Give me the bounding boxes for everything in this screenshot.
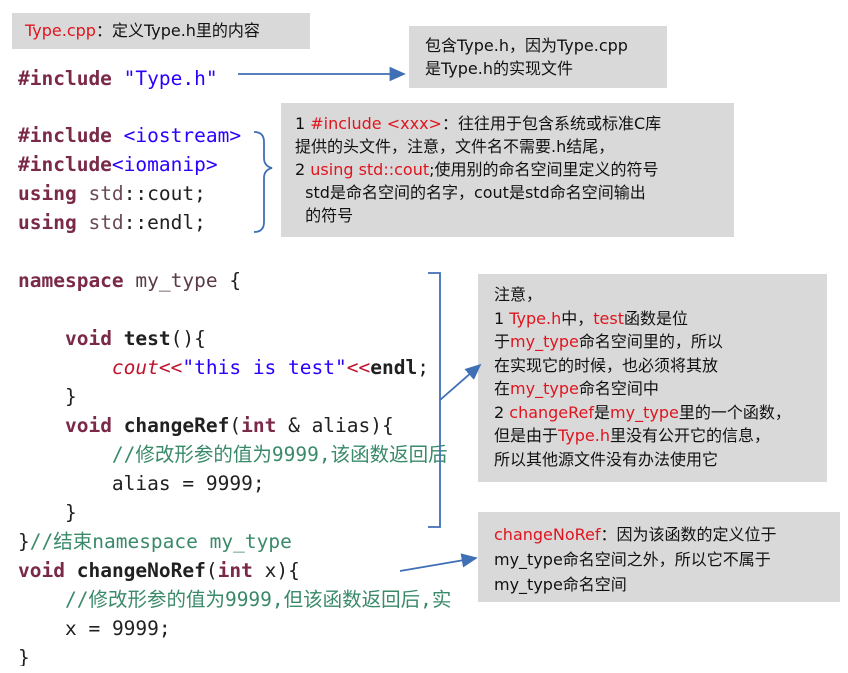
namespace-note-line3: 于my_type命名空间里的，所以 <box>494 332 723 351</box>
file-title-box: Type.cpp：定义Type.h里的内容 <box>12 13 310 49</box>
namespace-note-line7: 但是由于Type.h里没有公开它的信息， <box>494 426 771 445</box>
code-namespace-clip: namespace my_type { void test(){ cout<<"… <box>0 266 463 666</box>
headers-bracket <box>253 131 273 233</box>
headers-note-line4: std是命名空间的名字，cout是std命名空间输出 <box>295 183 646 202</box>
include-note-line1: 包含Type.h，因为Type.cpp <box>425 36 628 55</box>
namespace-note-line2: 1 Type.h中，test函数是位 <box>494 308 689 328</box>
nonref-note-line1: changeNoRef：因为该函数的定义位于 <box>494 525 777 544</box>
code-namespace: namespace my_type { void test(){ cout<<"… <box>18 269 452 666</box>
headers-note-line2: 提供的头文件，注意，文件名不需要.h结尾， <box>295 137 615 156</box>
namespace-arrow <box>439 363 482 401</box>
include-note-line2: 是Type.h的实现文件 <box>425 59 573 78</box>
namespace-note-line4: 在实现它的时候，也必须将其放 <box>494 355 719 375</box>
code-system-headers: #include <iostream> #include<iomanip> us… <box>18 124 242 234</box>
nonref-note-line3: my_type命名空间 <box>494 575 627 594</box>
file-description: ：定义Type.h里的内容 <box>95 21 260 40</box>
namespace-note-line6: 2 changeRef是my_type里的一个函数， <box>494 402 791 422</box>
namespace-bracket <box>428 272 441 528</box>
code-include-type: #include "Type.h" <box>18 67 218 90</box>
headers-note: 1 #include <xxx>：往往用于包含系统或标准C库 提供的头文件，注意… <box>281 103 734 237</box>
file-name: Type.cpp <box>25 21 96 40</box>
namespace-note-line1: 注意， <box>494 285 543 304</box>
nonref-arrow <box>399 553 478 572</box>
nonref-note-line2: my_type命名空间之外，所以它不属于 <box>494 550 771 569</box>
include-note: 包含Type.h，因为Type.cpp 是Type.h的实现文件 <box>409 26 667 88</box>
headers-note-line5: 的符号 <box>295 206 354 225</box>
nonref-note: changeNoRef：因为该函数的定义位于 my_type命名空间之外，所以它… <box>478 512 840 602</box>
namespace-note: 注意， 1 Type.h中，test函数是位 于my_type命名空间里的，所以… <box>478 274 827 482</box>
namespace-note-line5: 在my_type命名空间中 <box>494 379 659 398</box>
namespace-note-line8: 所以其他源文件没有办法使用它 <box>494 449 719 469</box>
headers-note-line1: 1 #include <xxx>：往往用于包含系统或标准C库 <box>295 114 662 133</box>
headers-note-line3: 2 using std::cout;使用别的命名空间里定义的符号 <box>295 160 659 179</box>
